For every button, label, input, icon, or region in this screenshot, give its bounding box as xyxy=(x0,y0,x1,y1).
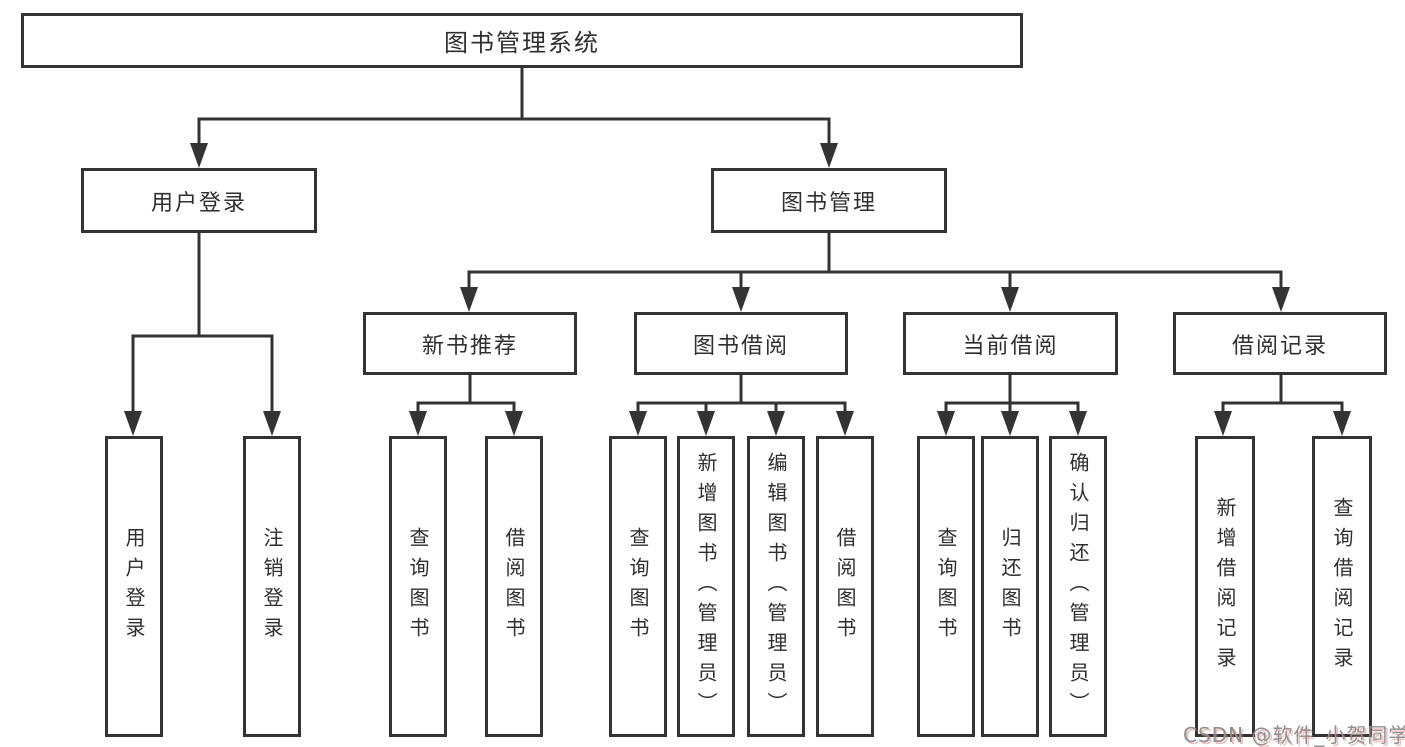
node-book-management: 图书管理 xyxy=(711,168,947,233)
leaf-query-books-borrowing: 查询图书 xyxy=(609,436,667,737)
node-borrowing-records: 借阅记录 xyxy=(1173,312,1387,375)
leaf-add-book-admin: 新增图书（管理员） xyxy=(677,436,735,737)
leaf-query-books-recommend: 查询图书 xyxy=(389,436,447,737)
leaf-borrow-books-borrowing: 借阅图书 xyxy=(816,436,874,737)
node-current-borrowing: 当前借阅 xyxy=(903,312,1118,375)
leaf-user-login: 用户登录 xyxy=(105,436,163,737)
watermark-text: CSDN @软件_小贺同学 xyxy=(1183,723,1405,747)
leaf-borrow-books-recommend: 借阅图书 xyxy=(485,436,543,737)
leaf-query-books-current: 查询图书 xyxy=(917,436,975,737)
arrowheads xyxy=(124,143,1351,436)
leaf-query-borrow-record: 查询借阅记录 xyxy=(1312,436,1372,737)
leaf-confirm-return-admin: 确认归还（管理员） xyxy=(1049,436,1107,737)
leaf-return-books: 归还图书 xyxy=(981,436,1039,737)
leaf-logout: 注销登录 xyxy=(243,436,301,737)
node-book-borrowing: 图书借阅 xyxy=(634,312,848,375)
leaf-add-borrow-record: 新增借阅记录 xyxy=(1195,436,1255,737)
leaf-edit-book-admin: 编辑图书（管理员） xyxy=(747,436,805,737)
node-new-book-recommendation: 新书推荐 xyxy=(363,312,577,375)
node-user-login: 用户登录 xyxy=(81,168,317,233)
node-library-management-system: 图书管理系统 xyxy=(21,13,1023,68)
